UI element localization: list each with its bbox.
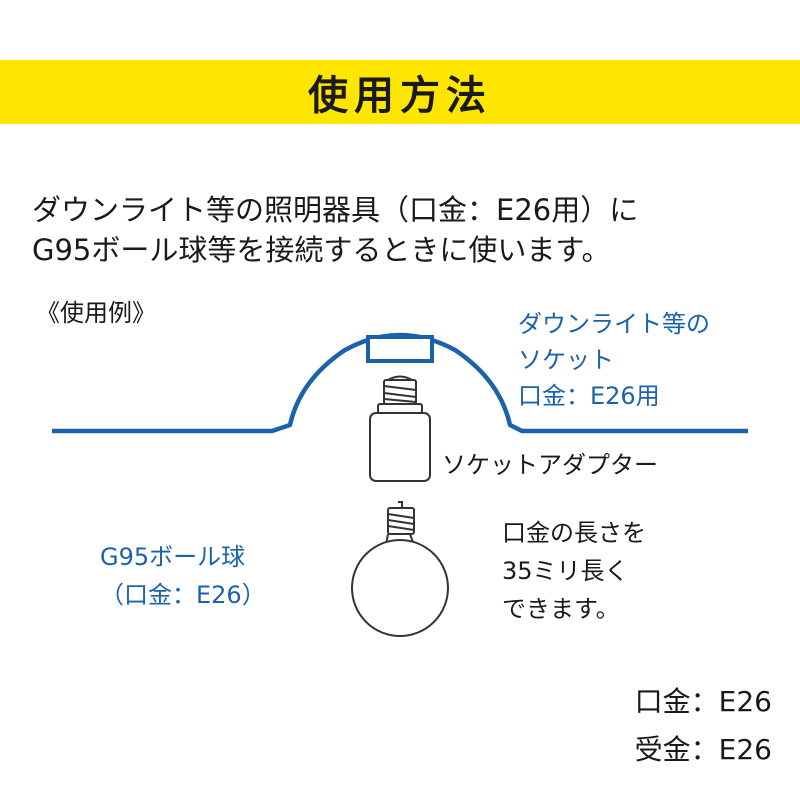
socket-label-line-1: ダウンライト等の: [518, 310, 710, 338]
spec-list: 口金：E26 受金：E26: [635, 678, 772, 774]
length-note-line-2: 35ミリ長く: [502, 557, 629, 585]
length-note: 口金の長さを 35ミリ長く できます。: [502, 514, 646, 628]
example-label: 《使用例》: [36, 299, 156, 327]
title-banner: 使用方法: [0, 60, 800, 124]
bulb-label-line-2: （口金：E26）: [100, 581, 266, 609]
length-note-line-1: 口金の長さを: [502, 519, 646, 547]
spec-base: 口金：E26: [634, 685, 772, 718]
socket-adapter-icon: [369, 375, 431, 482]
socket-label-line-2: ソケット: [518, 346, 614, 374]
socket-label: ダウンライト等の ソケット 口金：E26用: [518, 306, 710, 414]
spec-receiver: 受金：E26: [634, 733, 772, 766]
g95-bulb-icon: [351, 501, 449, 637]
intro-line-2: G95ボール球等を接続するときに使います。: [32, 233, 611, 267]
intro-text: ダウンライト等の照明器具（口金：E26用）に G95ボール球等を接続するときに使…: [32, 190, 638, 270]
bulb-label: G95ボール球 （口金：E26）: [100, 538, 266, 614]
page-title: 使用方法: [308, 73, 492, 119]
intro-line-1: ダウンライト等の照明器具（口金：E26用）に: [32, 193, 639, 227]
adapter-label: ソケットアダプター: [442, 451, 658, 479]
socket-label-line-3: 口金：E26用: [518, 382, 660, 410]
bulb-label-line-1: G95ボール球: [100, 543, 246, 571]
length-note-line-3: できます。: [502, 595, 620, 623]
socket-receiver: [366, 335, 434, 363]
